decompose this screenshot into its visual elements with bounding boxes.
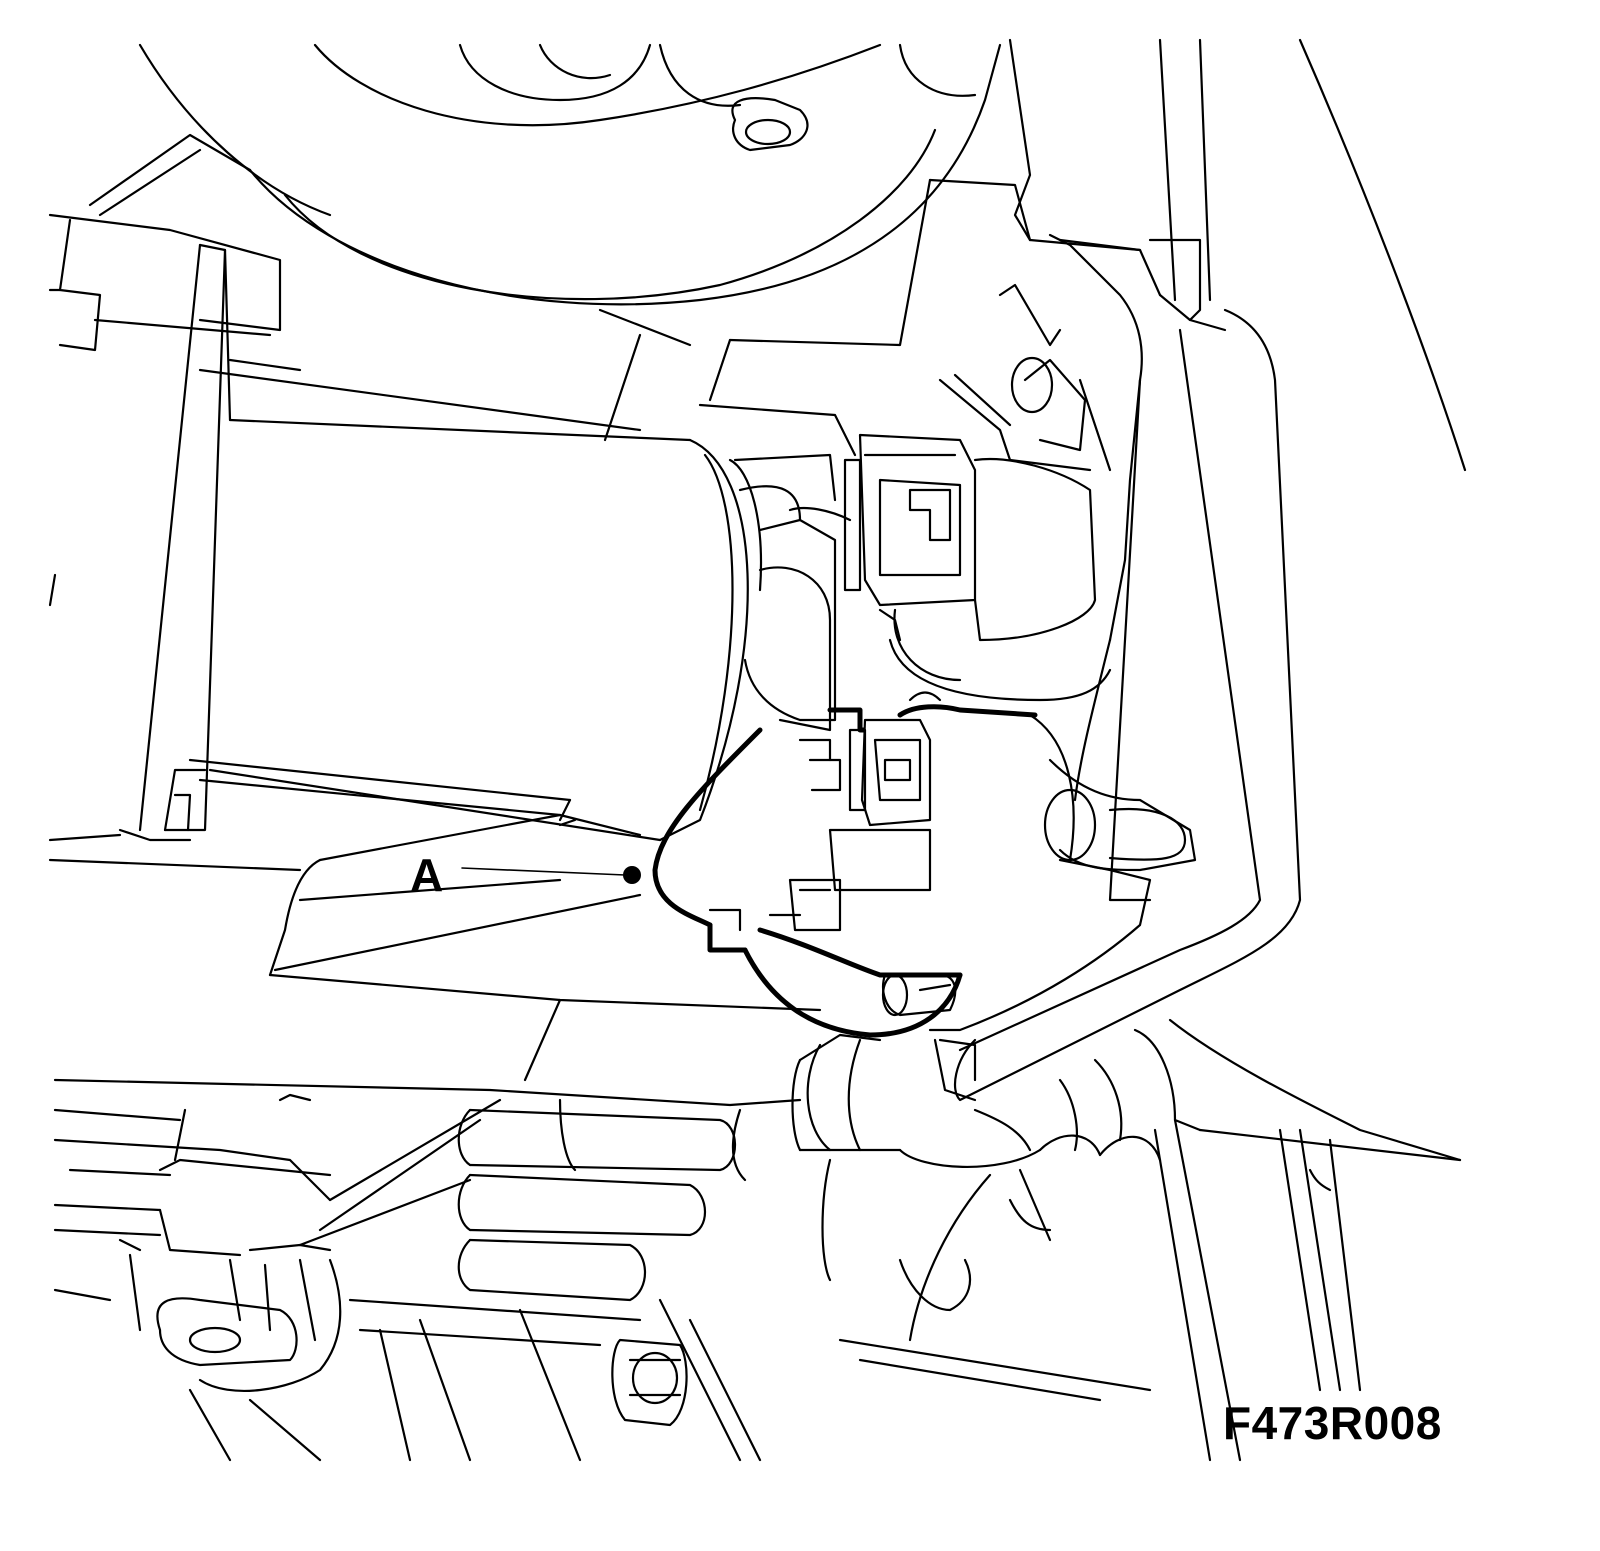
figure-code: F473R008 <box>1223 1397 1442 1449</box>
right-bracket <box>698 38 1467 1102</box>
bracket-a <box>268 813 822 1082</box>
callout-label-a: A <box>410 849 444 901</box>
left-frame <box>48 133 642 872</box>
motor-body <box>208 418 852 842</box>
upper-housing <box>138 43 1002 442</box>
highlighted-clip <box>652 704 1038 1038</box>
connectors <box>708 433 1097 932</box>
lower-linkage <box>53 1093 762 1462</box>
shaft-section <box>53 1018 1462 1462</box>
